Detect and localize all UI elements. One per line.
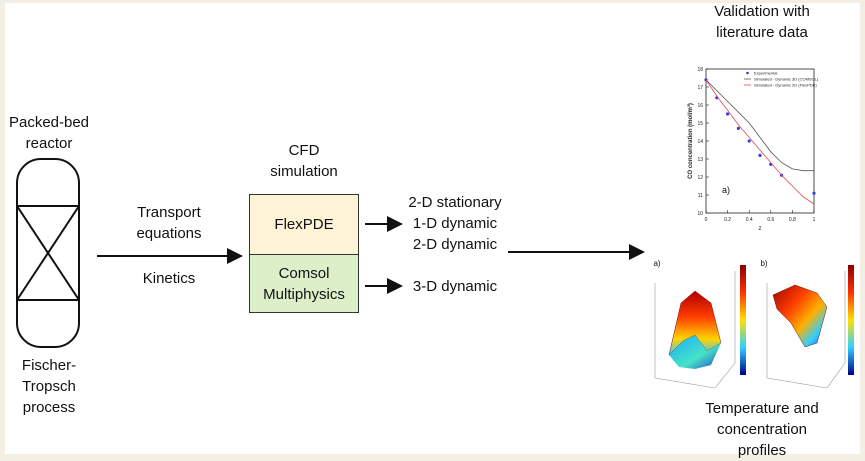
data-point <box>812 191 816 195</box>
y-tick-label: 15 <box>697 121 703 127</box>
legend-swatch-0 <box>746 71 749 75</box>
legend-entry-1: Simulated - Dynamic 3D (COMSOL) <box>754 77 819 82</box>
kinetics-label: Kinetics <box>142 270 196 287</box>
packed-bed-cross-2 <box>16 205 80 301</box>
reactor-title: Packed-bed reactor <box>8 114 90 152</box>
y-tick-label: 10 <box>697 211 703 217</box>
x-tick-label: 0.8 <box>789 217 796 223</box>
flexpde-box: FlexPDE <box>249 194 359 255</box>
legend-entry-0: Experimental <box>754 71 777 76</box>
surface-label-a: a) <box>653 259 661 268</box>
transport-equations-label: Transport equations <box>136 204 202 242</box>
profiles-title: Temperature and concentration profiles <box>705 400 819 459</box>
y-tick-label: 12 <box>697 175 703 181</box>
chart-panel-label: a) <box>722 185 730 195</box>
validation-title: Validation with literature data <box>714 3 810 41</box>
data-point <box>747 139 751 143</box>
y-tick-label: 18 <box>697 67 703 73</box>
colorbar-b <box>848 265 854 375</box>
x-tick-label: 1 <box>813 217 816 223</box>
x-tick-label: 0.4 <box>746 217 753 223</box>
diagram-canvas: 0 0.2 0.4 0.6 0.8 1 10 11 12 13 14 15 16 17 18 z CO conc… <box>5 3 860 459</box>
y-tick-label: 16 <box>697 103 703 109</box>
legend-entry-2: Simulated - Dynamic 2D (FlexPDE) <box>754 83 817 88</box>
data-point <box>758 153 762 157</box>
flexpde-models: 2-D stationary 1-D dynamic 2-D dynamic <box>408 194 502 253</box>
series-line-1 <box>705 79 814 172</box>
y-tick-label: 13 <box>697 157 703 163</box>
diagram-shapes: 0 0.2 0.4 0.6 0.8 1 10 11 12 13 14 15 16 17 18 z CO conc… <box>16 67 854 389</box>
y-tick-label: 14 <box>697 139 703 145</box>
y-tick-label: 17 <box>697 85 703 91</box>
data-point <box>736 126 741 130</box>
x-tick-label: 0 <box>705 217 708 223</box>
x-axis-label: z <box>759 226 762 232</box>
data-point <box>726 112 730 116</box>
x-tick-label: 0.2 <box>724 217 731 223</box>
series-line-2 <box>705 79 815 205</box>
packed-bed-box <box>16 205 80 301</box>
surface-plot-a <box>654 265 746 389</box>
y-axis-label: CO concentration (mol/m³) <box>687 103 694 179</box>
colorbar-a <box>740 265 746 375</box>
surface-plot-b <box>766 265 854 389</box>
cfd-title: CFD simulation <box>270 142 338 180</box>
process-label: Fischer-Tropsch process <box>21 357 77 416</box>
surface-label-b: b) <box>760 259 768 268</box>
comsol-box: Comsol Multiphysics <box>249 254 359 313</box>
validation-chart: 0 0.2 0.4 0.6 0.8 1 10 11 12 13 14 15 16 17 18 z CO conc… <box>687 67 819 232</box>
comsol-models: 3-D dynamic <box>412 278 498 295</box>
surface-b <box>772 284 828 348</box>
y-tick-label: 11 <box>698 193 703 199</box>
x-tick-label: 0.6 <box>767 217 774 223</box>
